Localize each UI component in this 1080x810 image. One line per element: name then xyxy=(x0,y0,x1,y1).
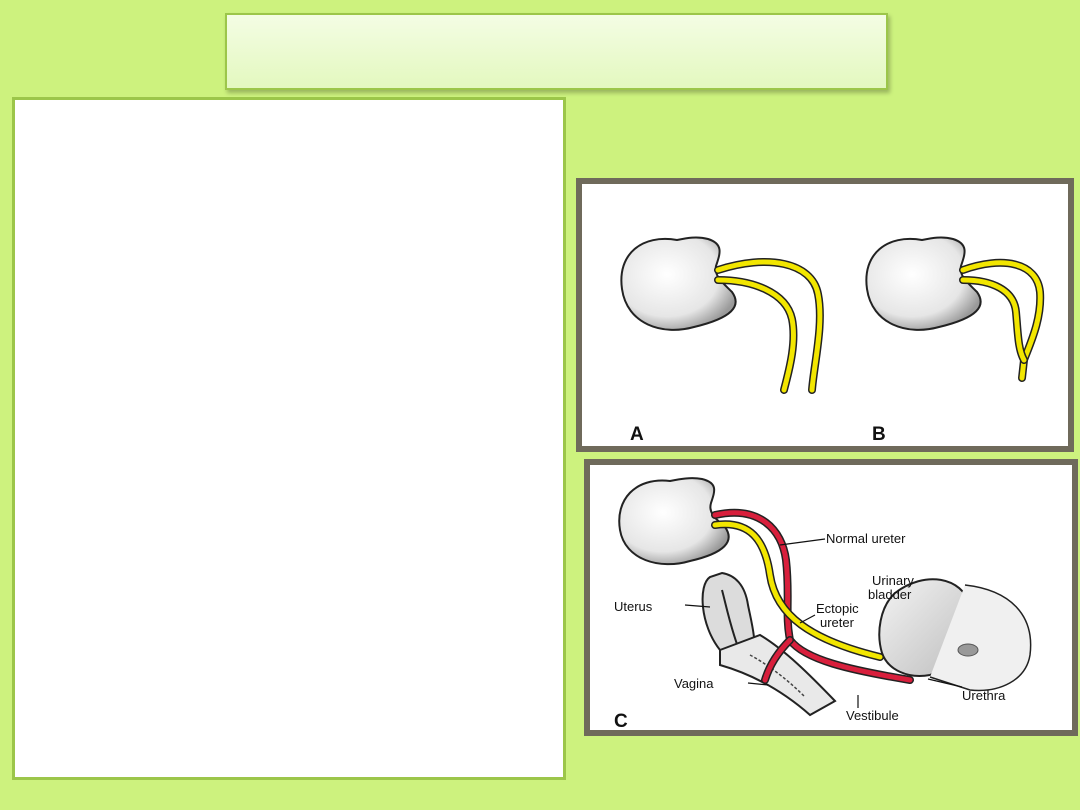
label-urinary-line1: Urinary xyxy=(872,573,914,588)
normal-ureter xyxy=(711,520,884,661)
label-a: A xyxy=(630,424,644,445)
ureters-a xyxy=(714,258,824,394)
label-vestibule: Vestibule xyxy=(846,708,899,723)
vagina-shape xyxy=(719,633,837,717)
label-urethra: Urethra xyxy=(962,688,1006,703)
figure-c-frame: Normal ureter Urinary bladder Uterus Ect… xyxy=(584,459,1078,736)
title-bar xyxy=(225,13,888,90)
label-b: B xyxy=(872,424,886,445)
figure-ab-illustration: A B xyxy=(620,236,1045,445)
text-panel xyxy=(12,97,566,780)
label-c: C xyxy=(614,711,628,730)
label-urinary-line2: bladder xyxy=(868,587,912,602)
figure-c-illustration: Normal ureter Urinary bladder Uterus Ect… xyxy=(614,477,1032,730)
label-uterus: Uterus xyxy=(614,599,653,614)
bladder-shape xyxy=(878,578,1032,692)
figure-ab-frame: A B xyxy=(576,178,1074,452)
label-vagina: Vagina xyxy=(674,676,714,691)
label-ectopic-line2: ureter xyxy=(820,615,855,630)
kidney-b-icon xyxy=(865,236,982,331)
label-ectopic-line1: Ectopic xyxy=(816,601,859,616)
leader-lines xyxy=(684,538,963,708)
label-normal-ureter: Normal ureter xyxy=(826,531,906,546)
kidney-a-icon xyxy=(620,236,737,331)
kidney-c-icon xyxy=(618,477,730,566)
ureters-b xyxy=(959,258,1045,382)
